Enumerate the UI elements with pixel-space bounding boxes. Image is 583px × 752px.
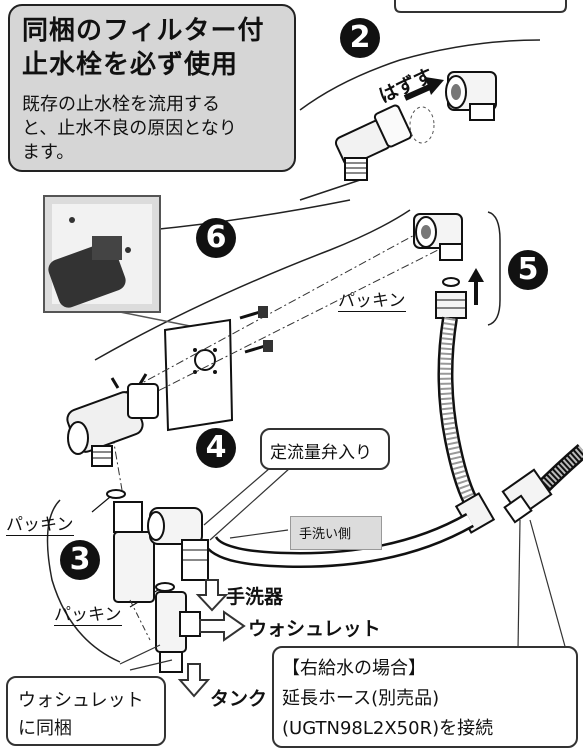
right-supply-note-title: 【右給水の場合】 bbox=[282, 658, 426, 679]
wall-plate bbox=[163, 318, 234, 432]
packing-label-left: パッキン bbox=[6, 510, 74, 536]
filter-valve bbox=[66, 373, 159, 467]
washlet-label: ウォシュレット bbox=[248, 618, 381, 640]
packing-label-lower: パッキン bbox=[54, 600, 122, 626]
packing-ring-lower bbox=[155, 582, 175, 592]
packing-ring-left bbox=[106, 489, 126, 499]
arrow-tank bbox=[177, 663, 211, 698]
screws bbox=[239, 306, 273, 354]
flow-valve-callout bbox=[260, 428, 390, 470]
step-5-badge: 5 bbox=[508, 250, 548, 290]
washlet-tee bbox=[155, 591, 201, 673]
washlet-bundle-callout bbox=[6, 676, 166, 746]
old-valve-illustration bbox=[334, 104, 435, 181]
packing-ring-top bbox=[442, 277, 460, 287]
warning-body-line1: 既存の止水栓を流用する bbox=[22, 94, 220, 115]
packing-label-top: パッキン bbox=[338, 286, 406, 312]
step-4-badge: 4 bbox=[196, 428, 236, 468]
elbow-fitting-right bbox=[413, 213, 463, 261]
washlet-bundle-line2: に同梱 bbox=[18, 718, 72, 739]
warning-title-line1: 同梱のフィルター付 bbox=[22, 16, 265, 46]
hand-wash-side-tag bbox=[290, 516, 382, 550]
inset-detail-image bbox=[43, 195, 161, 313]
hand-washer-label: 手洗器 bbox=[226, 586, 284, 608]
hose-nut bbox=[435, 291, 467, 319]
elbow-fitting-top bbox=[445, 71, 497, 121]
right-supply-note-box bbox=[272, 646, 578, 748]
arrow-washlet bbox=[199, 610, 246, 642]
step-6-badge: 6 bbox=[196, 218, 236, 258]
warning-box bbox=[8, 4, 296, 172]
flow-valve-label: 定流量弁入り bbox=[270, 443, 372, 463]
arrow-hand-washer bbox=[195, 579, 229, 612]
warning-body-line2: と、止水不良の原因となり bbox=[22, 118, 237, 139]
warning-title-line2: 止水栓を必ず使用 bbox=[22, 50, 239, 80]
washlet-bundle-line1: ウォシュレット bbox=[18, 690, 144, 711]
right-supply-note-line2: 延長ホース(別売品) bbox=[282, 688, 440, 709]
tank-label: タンク bbox=[210, 688, 268, 710]
right-supply-note-line3: (UGTN98L2X50R)を接続 bbox=[282, 718, 494, 739]
flow-valve-tee bbox=[113, 501, 209, 603]
step-2-badge: 2 bbox=[340, 18, 380, 58]
step-3-badge: 3 bbox=[60, 540, 100, 580]
extension-hose bbox=[501, 443, 583, 524]
warning-body-line3: ます。 bbox=[22, 142, 75, 163]
hand-wash-side-label: 手洗い側 bbox=[299, 527, 352, 542]
